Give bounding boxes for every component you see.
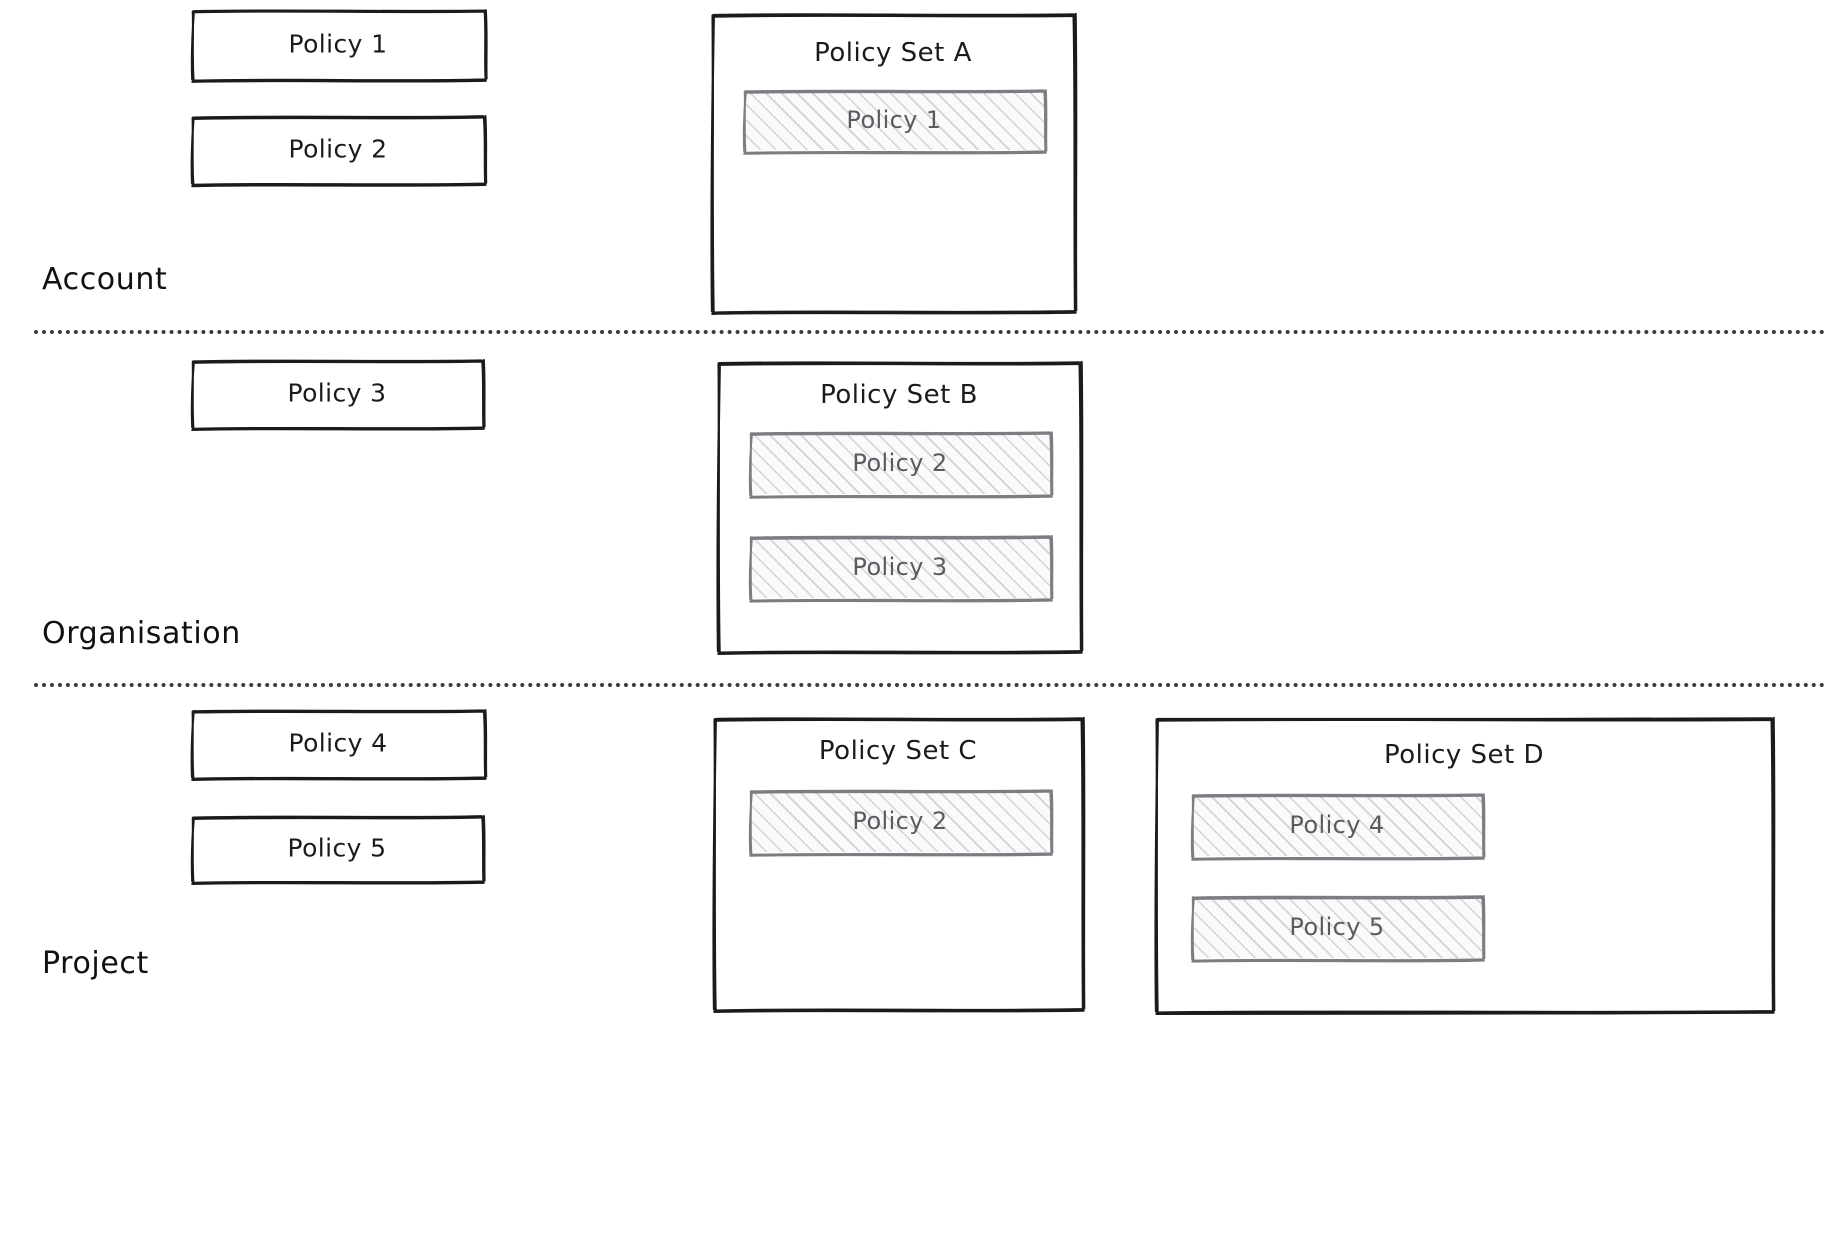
policy-set-member-label: Policy 2	[852, 449, 948, 477]
tier-label-organisation: Organisation	[42, 616, 241, 651]
policy-set-title: Policy Set D	[1383, 740, 1545, 770]
policy-set-member-policy-2[interactable]: Policy 2	[748, 789, 1054, 857]
policy-box-policy-3[interactable]: Policy 3	[190, 358, 486, 432]
policy-box-policy-2[interactable]: Policy 2	[190, 114, 488, 188]
policy-box-label: Policy 2	[288, 134, 388, 164]
policy-box-label: Policy 1	[288, 29, 388, 59]
organisation-project-divider	[34, 683, 1826, 687]
policy-box-policy-1[interactable]: Policy 1	[190, 9, 488, 83]
policy-set-member-label: Policy 5	[1289, 913, 1385, 941]
policy-set-member-policy-1[interactable]: Policy 1	[742, 89, 1048, 155]
account-organisation-divider	[34, 330, 1826, 334]
policy-set-member-label: Policy 3	[852, 553, 948, 581]
policy-set-member-policy-4[interactable]: Policy 4	[1190, 793, 1486, 861]
policy-box-label: Policy 3	[287, 378, 387, 408]
policy-box-label: Policy 4	[288, 728, 388, 758]
policy-set-title: Policy Set A	[814, 38, 972, 68]
policy-set-member-label: Policy 4	[1289, 811, 1385, 839]
policy-box-policy-5[interactable]: Policy 5	[190, 814, 486, 886]
policy-set-member-label: Policy 1	[846, 106, 942, 134]
policy-set-member-policy-5[interactable]: Policy 5	[1190, 895, 1486, 963]
policy-set-member-policy-2[interactable]: Policy 2	[748, 431, 1054, 499]
tier-label-project: Project	[42, 946, 149, 981]
policy-set-title: Policy Set C	[818, 736, 978, 766]
policy-set-b[interactable]: Policy Set B Policy 2 Policy 3	[716, 360, 1084, 655]
policy-set-member-policy-3[interactable]: Policy 3	[748, 535, 1054, 603]
policy-set-c[interactable]: Policy Set C Policy 2	[712, 716, 1086, 1013]
policy-set-member-label: Policy 2	[852, 807, 948, 835]
policy-box-policy-4[interactable]: Policy 4	[190, 708, 488, 782]
policy-set-d[interactable]: Policy Set D Policy 4 Policy 5	[1154, 716, 1776, 1015]
tier-label-account: Account	[42, 262, 168, 297]
policy-set-title: Policy Set B	[820, 380, 978, 410]
policy-set-a[interactable]: Policy Set A Policy 1	[710, 12, 1078, 315]
policy-box-label: Policy 5	[287, 833, 387, 863]
